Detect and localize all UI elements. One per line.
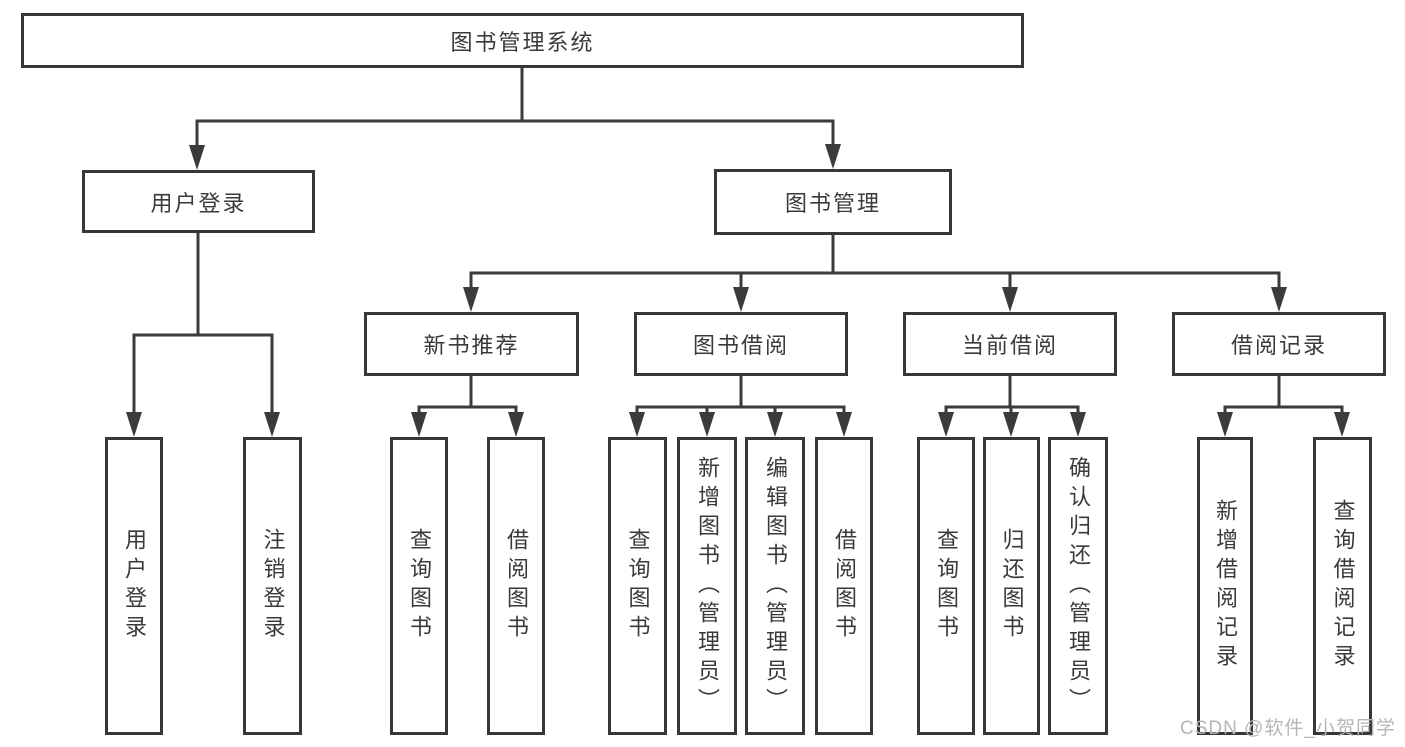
node-label: 确认归还（管理员） bbox=[1066, 455, 1091, 717]
node-current-borrow: 当前借阅 bbox=[903, 312, 1117, 376]
node-login: 用户登录 bbox=[105, 437, 163, 735]
arrow-down-icon bbox=[1003, 412, 1019, 437]
node-label: 借阅图书 bbox=[832, 528, 857, 644]
node-label: 借阅图书 bbox=[504, 528, 529, 644]
arrow-down-icon bbox=[733, 287, 749, 312]
node-label: 查询图书 bbox=[407, 528, 432, 644]
node-book-management: 图书管理 bbox=[714, 169, 952, 235]
node-label: 新增借阅记录 bbox=[1213, 499, 1238, 673]
node-query-books-recommend: 查询图书 bbox=[390, 437, 448, 735]
node-logout: 注销登录 bbox=[243, 437, 302, 735]
node-book-borrow: 图书借阅 bbox=[634, 312, 848, 376]
arrow-down-icon bbox=[1002, 287, 1018, 312]
node-label: 查询借阅记录 bbox=[1330, 499, 1356, 673]
node-root: 图书管理系统 bbox=[21, 13, 1024, 68]
node-borrow-records: 借阅记录 bbox=[1172, 312, 1386, 376]
arrow-down-icon bbox=[1217, 412, 1233, 437]
node-label: 查询图书 bbox=[934, 528, 959, 644]
node-label: 用户登录 bbox=[150, 190, 247, 216]
arrow-down-icon bbox=[411, 412, 427, 437]
arrow-down-icon bbox=[1271, 287, 1287, 312]
node-borrow-books-recommend: 借阅图书 bbox=[487, 437, 545, 735]
arrow-down-icon bbox=[825, 144, 841, 169]
connector-book-borrow-to-children bbox=[629, 376, 852, 437]
node-query-books-borrow: 查询图书 bbox=[608, 437, 667, 735]
node-label: 当前借阅 bbox=[961, 333, 1058, 358]
csdn-watermark: CSDN @软件_小贺同学 bbox=[1180, 718, 1396, 739]
node-label: 借阅记录 bbox=[1230, 333, 1327, 358]
connector-root-to-level2 bbox=[189, 67, 841, 170]
node-confirm-return-admin: 确认归还（管理员） bbox=[1048, 437, 1108, 735]
node-label: 用户登录 bbox=[122, 528, 147, 644]
node-return-book: 归还图书 bbox=[983, 437, 1040, 735]
arrow-down-icon bbox=[126, 412, 142, 437]
arrow-down-icon bbox=[699, 412, 715, 437]
arrow-down-icon bbox=[264, 412, 280, 437]
arrow-down-icon bbox=[629, 412, 645, 437]
node-label: 图书管理 bbox=[784, 191, 881, 216]
arrow-down-icon bbox=[463, 287, 479, 312]
node-label: 新书推荐 bbox=[423, 333, 520, 358]
arrow-down-icon bbox=[508, 412, 524, 437]
arrow-down-icon bbox=[1334, 412, 1350, 437]
arrow-down-icon bbox=[189, 145, 205, 170]
node-label: 新增图书（管理员） bbox=[695, 455, 720, 717]
node-borrow-books: 借阅图书 bbox=[815, 437, 873, 735]
node-edit-book-admin: 编辑图书（管理员） bbox=[745, 437, 805, 735]
node-add-borrow-record: 新增借阅记录 bbox=[1197, 437, 1253, 735]
node-label: 归还图书 bbox=[999, 528, 1025, 644]
node-label: 查询图书 bbox=[625, 528, 651, 644]
node-label: 编辑图书（管理员） bbox=[763, 455, 788, 717]
node-label: 注销登录 bbox=[260, 528, 286, 644]
connector-book-management-to-level3 bbox=[463, 235, 1287, 312]
node-label: 图书管理系统 bbox=[450, 29, 595, 55]
connector-current-borrow-to-children bbox=[938, 376, 1086, 437]
connector-user-login-to-children bbox=[126, 233, 280, 437]
node-query-borrow-record: 查询借阅记录 bbox=[1313, 437, 1372, 735]
arrow-down-icon bbox=[938, 412, 954, 437]
node-label: 图书借阅 bbox=[692, 333, 789, 358]
node-new-book-recommend: 新书推荐 bbox=[364, 312, 579, 376]
node-query-books-current: 查询图书 bbox=[917, 437, 975, 735]
connector-new-book-recommend-to-children bbox=[411, 376, 524, 437]
node-add-book-admin: 新增图书（管理员） bbox=[677, 437, 737, 735]
arrow-down-icon bbox=[767, 412, 783, 437]
connector-borrow-records-to-children bbox=[1217, 376, 1350, 437]
arrow-down-icon bbox=[1070, 412, 1086, 437]
arrow-down-icon bbox=[836, 412, 852, 437]
node-user-login: 用户登录 bbox=[82, 170, 315, 233]
